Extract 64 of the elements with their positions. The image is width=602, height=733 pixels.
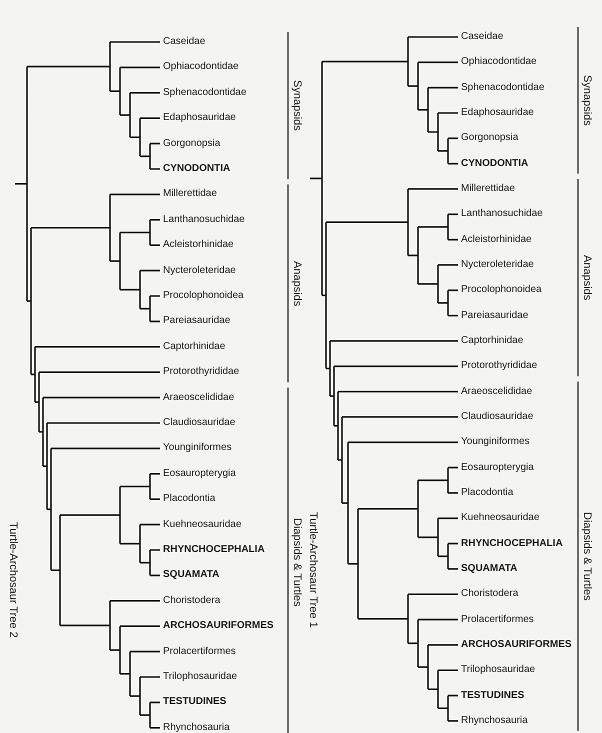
taxon-label: Protorothyrididae xyxy=(461,360,538,372)
taxon-label: Acleistorhinidae xyxy=(163,239,234,252)
taxon-label: Trilophosauridae xyxy=(163,671,238,683)
taxon-label: Claudiosauridae xyxy=(163,417,236,429)
taxon-label: RHYNCHOCEPHALIA xyxy=(163,544,265,556)
taxon-label: CYNODONTIA xyxy=(461,158,528,170)
taxon-label: Sphenacodontidae xyxy=(163,86,246,99)
taxon-label: Prolacertiformes xyxy=(163,646,236,658)
taxon-label: Edaphosauridae xyxy=(461,106,534,119)
taxon-label: Lanthanosuchidae xyxy=(461,208,543,220)
taxon-label: Millerettidae xyxy=(461,182,515,195)
taxon-label: Kuehneosauridae xyxy=(461,512,540,524)
tree-title: Turtle-Archosaur Tree 2 xyxy=(6,522,19,638)
group-label: Synapsids xyxy=(290,80,303,131)
taxon-label: Araeoscelididae xyxy=(163,392,234,404)
taxon-label: SQUAMATA xyxy=(461,562,518,575)
taxon-label: Lanthanosuchidae xyxy=(163,214,245,226)
taxon-label: SQUAMATA xyxy=(163,569,220,582)
taxon-label: Gorgonopsia xyxy=(163,138,220,150)
taxon-label: TESTUDINES xyxy=(163,696,226,708)
taxon-label: Pareiasauridae xyxy=(163,315,230,328)
taxon-label: Placodontia xyxy=(461,486,514,499)
taxon-label: Edaphosauridae xyxy=(163,112,236,124)
taxon-label: Millerettidae xyxy=(163,188,217,200)
taxon-label: Nycteroleteridae xyxy=(461,258,534,271)
taxon-label: Araeoscelididae xyxy=(461,386,532,398)
taxon-label: Gorgonopsia xyxy=(461,132,518,144)
taxon-label: TESTUDINES xyxy=(461,690,524,702)
taxon-label: Younginiformes xyxy=(163,442,232,454)
group-label: Diapsids & Turtles xyxy=(290,518,303,607)
taxon-label: Captorhinidae xyxy=(163,340,226,353)
taxon-label: ARCHOSAURIFORMES xyxy=(461,638,572,651)
taxon-label: Acleistorhinidae xyxy=(461,234,532,246)
taxon-label: Caseidae xyxy=(461,31,504,43)
taxon-label: Caseidae xyxy=(163,36,206,48)
taxon-label: Eosauropterygia xyxy=(163,468,236,480)
group-label: Diapsids & Turtles xyxy=(580,512,593,600)
taxon-label: Prolacertiformes xyxy=(461,614,534,626)
taxon-label: Ophiacodontidae xyxy=(461,56,537,68)
taxon-label: Nycteroleteridae xyxy=(163,264,236,277)
taxon-label: Eosauropterygia xyxy=(461,462,534,474)
taxon-label: CYNODONTIA xyxy=(163,163,230,175)
taxon-label: ARCHOSAURIFORMES xyxy=(163,620,274,632)
taxon-label: Pareiasauridae xyxy=(461,310,528,322)
taxon-label: Ophiacodontidae xyxy=(163,61,239,74)
taxon-label: Procolophonoidea xyxy=(461,284,542,296)
group-label: Anapsids xyxy=(580,255,593,300)
taxon-label: Choristodera xyxy=(163,594,220,607)
taxon-label: Protorothyrididae xyxy=(163,366,240,378)
group-label: Anapsids xyxy=(290,260,303,306)
taxon-label: Rhynchosauria xyxy=(163,722,230,733)
group-label: Synapsids xyxy=(580,74,593,126)
tree-title: Turtle-Archosaur Tree 1 xyxy=(306,512,319,628)
taxon-label: Captorhinidae xyxy=(461,334,524,347)
taxon-label: Kuehneosauridae xyxy=(163,518,242,531)
taxon-label: Trilophosauridae xyxy=(461,664,536,676)
taxon-label: Younginiformes xyxy=(461,436,530,448)
taxon-label: Rhynchosauria xyxy=(461,714,528,727)
taxon-label: Procolophonoidea xyxy=(163,290,244,302)
taxon-label: Sphenacodontidae xyxy=(461,82,544,94)
taxon-label: Placodontia xyxy=(163,493,216,506)
taxon-label: Claudiosauridae xyxy=(461,410,534,423)
taxon-label: RHYNCHOCEPHALIA xyxy=(461,538,563,550)
taxon-label: Choristodera xyxy=(461,588,518,600)
